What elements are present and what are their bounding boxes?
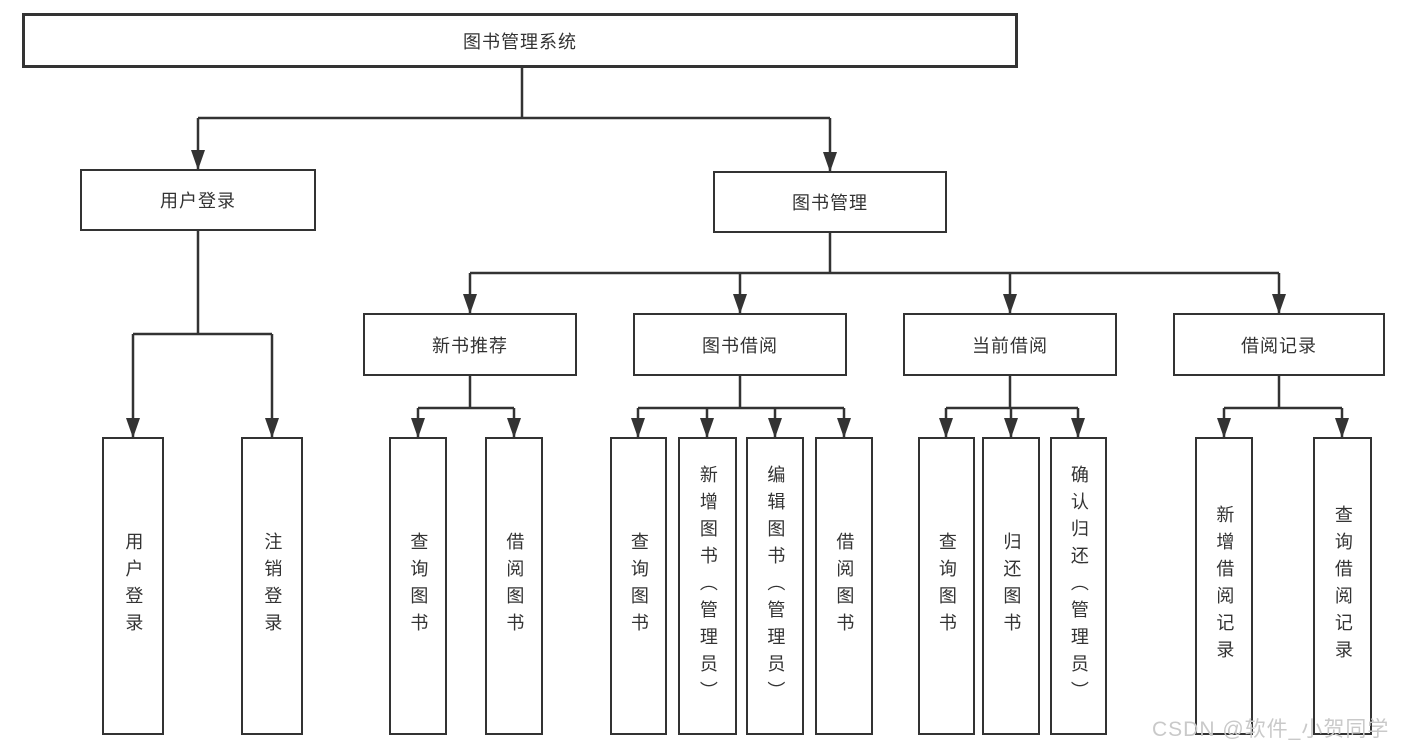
leaf-user-login-label: 用户登录 xyxy=(123,532,144,640)
leaf-borrow-borrow-books-label: 借阅图书 xyxy=(834,532,855,640)
leaf-recommend-borrow-books-label: 借阅图书 xyxy=(504,532,525,640)
leaf-current-query-books: 查询图书 xyxy=(918,437,975,735)
leaf-current-return-books: 归还图书 xyxy=(982,437,1040,735)
node-book-borrow-label: 图书借阅 xyxy=(702,335,778,356)
leaf-logout-label: 注销登录 xyxy=(262,532,283,640)
node-borrow-records-label: 借阅记录 xyxy=(1241,335,1317,356)
leaf-borrow-borrow-books: 借阅图书 xyxy=(815,437,873,735)
node-book-management-label: 图书管理 xyxy=(792,193,868,213)
node-book-management: 图书管理 xyxy=(713,171,947,233)
node-new-book-recommend-label: 新书推荐 xyxy=(432,335,508,356)
leaf-borrow-query-books-label: 查询图书 xyxy=(628,532,649,640)
leaf-current-return-books-label: 归还图书 xyxy=(1001,532,1022,640)
node-borrow-records: 借阅记录 xyxy=(1173,313,1385,376)
node-user-login: 用户登录 xyxy=(80,169,316,231)
leaf-borrow-edit-books-admin: 编辑图书（管理员） xyxy=(746,437,804,735)
leaf-borrow-edit-books-admin-label: 编辑图书（管理员） xyxy=(765,464,786,708)
leaf-records-query-record-label: 查询借阅记录 xyxy=(1332,505,1353,667)
node-current-borrow: 当前借阅 xyxy=(903,313,1117,376)
node-root: 图书管理系统 xyxy=(22,13,1018,68)
node-root-label: 图书管理系统 xyxy=(463,31,577,52)
leaf-borrow-add-books-admin-label: 新增图书（管理员） xyxy=(697,464,718,708)
leaf-borrow-query-books: 查询图书 xyxy=(610,437,667,735)
leaf-recommend-query-books-label: 查询图书 xyxy=(408,532,429,640)
node-current-borrow-label: 当前借阅 xyxy=(972,335,1048,356)
leaf-user-login: 用户登录 xyxy=(102,437,164,735)
leaf-current-confirm-return-admin-label: 确认归还（管理员） xyxy=(1068,464,1089,708)
node-user-login-label: 用户登录 xyxy=(160,191,236,211)
leaf-logout: 注销登录 xyxy=(241,437,303,735)
csdn-watermark: CSDN @软件_小贺同学 xyxy=(1152,718,1390,741)
leaf-current-confirm-return-admin: 确认归还（管理员） xyxy=(1050,437,1107,735)
leaf-recommend-query-books: 查询图书 xyxy=(389,437,447,735)
node-new-book-recommend: 新书推荐 xyxy=(363,313,577,376)
leaf-borrow-add-books-admin: 新增图书（管理员） xyxy=(678,437,737,735)
leaf-records-add-record: 新增借阅记录 xyxy=(1195,437,1253,735)
leaf-current-query-books-label: 查询图书 xyxy=(936,532,957,640)
node-book-borrow: 图书借阅 xyxy=(633,313,847,376)
leaf-records-add-record-label: 新增借阅记录 xyxy=(1214,505,1235,667)
leaf-records-query-record: 查询借阅记录 xyxy=(1313,437,1372,735)
leaf-recommend-borrow-books: 借阅图书 xyxy=(485,437,543,735)
